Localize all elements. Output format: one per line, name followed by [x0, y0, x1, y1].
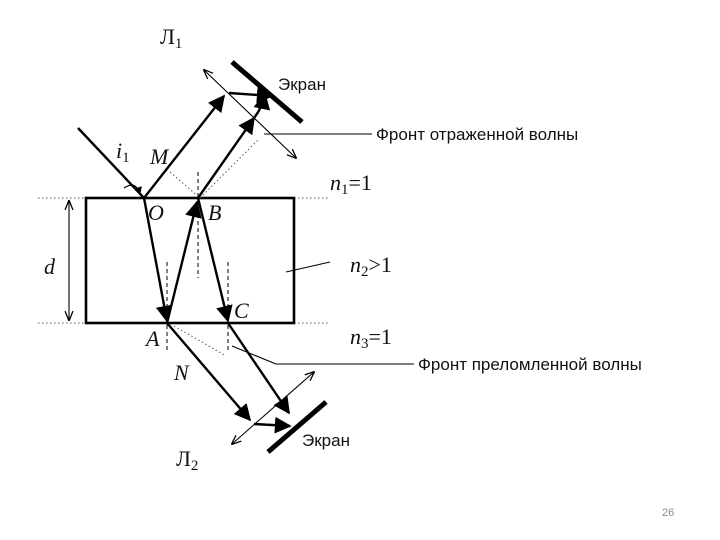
label-ray1: Л1: [160, 24, 182, 52]
reflected-ray-ab: [165, 200, 202, 324]
label-point-o: O: [148, 200, 164, 225]
reflected-front-line: [204, 70, 296, 158]
label-refracted-front: Фронт преломленной волны: [418, 355, 642, 374]
refracted-front-line: [232, 372, 314, 444]
transmitted-ray-c: [227, 322, 290, 415]
construction-line-bm: [199, 139, 259, 199]
refracted-ray-oa: [142, 197, 173, 323]
n2-leader: [285, 261, 331, 273]
incidence-angle-arc: [123, 184, 142, 195]
label-n1: n1=1: [330, 170, 372, 198]
construction-line-mb: [169, 171, 201, 199]
refracted-ray-bc: [196, 197, 233, 323]
label-point-b: B: [208, 200, 221, 225]
page-number: 26: [662, 507, 674, 519]
label-reflected-front: Фронт отраженной волны: [376, 125, 578, 144]
reflected-ray-2: [197, 116, 255, 199]
label-point-c: C: [234, 298, 249, 323]
label-point-n: N: [173, 360, 190, 385]
incident-ray: [77, 127, 145, 199]
film-plate: [84, 196, 296, 325]
label-ray2: Л2: [176, 446, 198, 474]
refracted-front-leader: [231, 345, 277, 365]
label-screen-bottom: Экран: [302, 431, 350, 450]
reflected-ray-2-to-screen: [253, 92, 271, 119]
label-thickness: d: [44, 254, 56, 279]
label-point-m: M: [149, 144, 170, 169]
label-screen-top: Экран: [278, 75, 326, 94]
label-point-a: A: [144, 326, 160, 351]
label-n2: n2>1: [350, 252, 392, 280]
label-n3: n3=1: [350, 324, 392, 352]
transmitted-ray-a-to-screen: [253, 416, 292, 434]
label-angle: i1: [116, 138, 130, 166]
